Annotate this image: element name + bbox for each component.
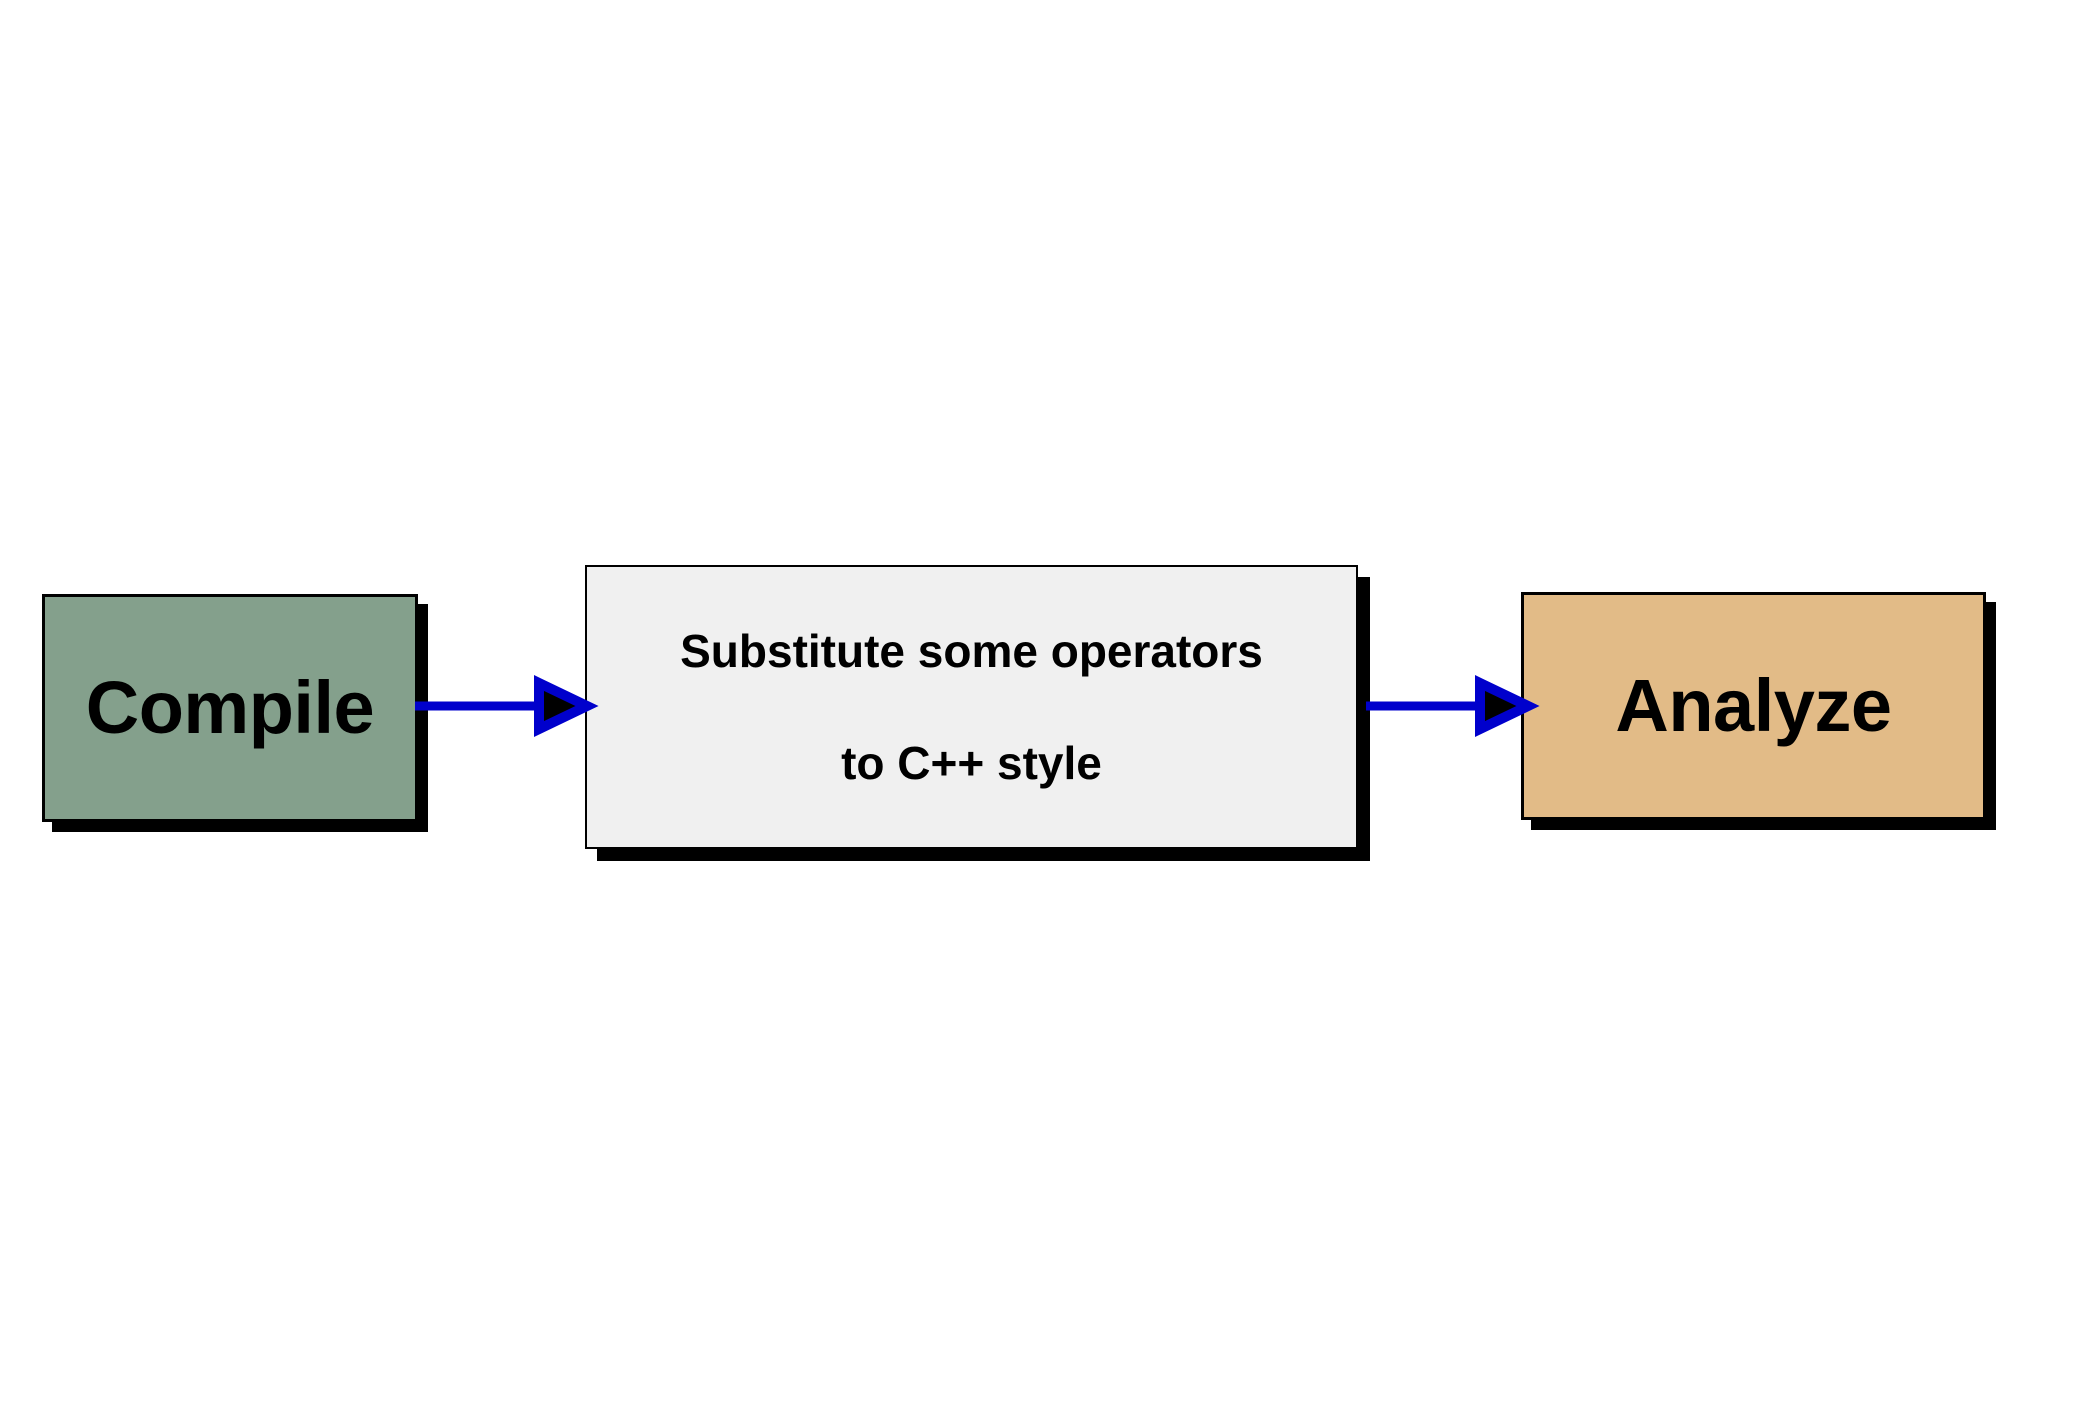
arrow-head-icon	[1475, 675, 1540, 737]
arrow-compile-to-substitute	[415, 675, 599, 737]
substitute-node-label-line-1: Substitute some operators	[680, 624, 1263, 677]
substitute-node[interactable]: Substitute some operators to C++ style	[585, 565, 1358, 849]
arrow-substitute-to-analyze	[1366, 675, 1540, 737]
compile-node[interactable]: Compile	[42, 594, 418, 822]
analyze-node[interactable]: Analyze	[1521, 592, 1986, 820]
analyze-node-label: Analyze	[1615, 664, 1892, 748]
arrow-head-icon	[534, 675, 599, 737]
compile-node-label: Compile	[85, 666, 375, 750]
substitute-node-label-line-2: to C++ style	[841, 737, 1102, 789]
